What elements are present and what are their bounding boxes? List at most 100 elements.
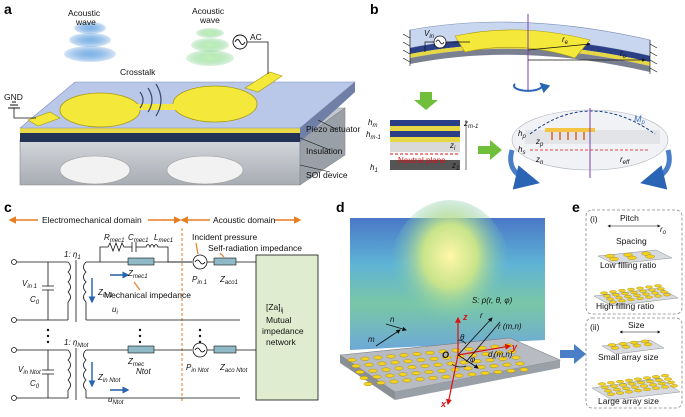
self-radiation-pointer	[219, 252, 225, 258]
hs-label: hs	[518, 145, 525, 156]
transducer-element	[381, 367, 391, 372]
zmec1-label: Zmec1	[127, 269, 148, 280]
transducer-element	[618, 342, 628, 346]
vin-wires	[424, 41, 470, 52]
transducer-element	[368, 368, 378, 373]
ac-lead	[244, 71, 283, 93]
mutual-label: Mutual	[266, 315, 292, 325]
stack-layer-m1	[390, 131, 460, 137]
hm1-label: hm-1	[366, 130, 381, 141]
transducer-element	[618, 289, 626, 293]
panel-c-letter: c	[4, 199, 12, 215]
impedance-label: impedance	[262, 326, 304, 336]
transducer-element	[606, 297, 614, 301]
circuit-top: Rmec1 Cmec1 Lmec1 Incident pressure Self…	[11, 232, 302, 323]
gnd-symbol-icon	[8, 101, 20, 109]
zi-label: zi	[449, 141, 456, 152]
transducer-element	[377, 361, 387, 366]
transducer-element	[652, 386, 661, 390]
mutual-impedance-network-box	[255, 254, 319, 401]
transducer-element	[506, 368, 516, 373]
ac-wire	[247, 41, 269, 74]
n-label: n	[390, 315, 395, 324]
transducer-element	[389, 379, 399, 384]
transducer-element	[627, 255, 637, 260]
high-filling-array	[593, 284, 679, 307]
stack-layer-neutral	[390, 142, 460, 152]
transducer-element	[372, 374, 382, 379]
small-array-label: Small array size	[598, 352, 659, 362]
clamp-hatch-left	[402, 30, 411, 66]
phi-arc	[451, 363, 467, 368]
mechanical-impedance-label: Mechanical impedance	[104, 290, 191, 300]
r-vector-label: r	[480, 311, 483, 320]
transducer-element	[664, 377, 673, 381]
pressure-field-hotspot	[390, 200, 510, 340]
transducer-element	[498, 356, 508, 361]
plate-layer-yellow	[410, 44, 650, 66]
ac-sine	[234, 39, 246, 45]
transducer-element	[619, 383, 628, 387]
transducer-element	[643, 342, 653, 347]
transducer-element	[519, 367, 529, 372]
zacoN-label: Zaco Ntot	[219, 363, 248, 374]
transducer-element	[607, 381, 616, 385]
transducer-element	[442, 355, 452, 360]
y-axis-label: y	[511, 342, 518, 352]
transducer-element	[637, 381, 646, 385]
transducer-element	[645, 295, 653, 299]
acoustic-label-bg	[210, 214, 274, 226]
z-axis-label: z	[462, 312, 468, 322]
electrode-bridge	[136, 104, 180, 110]
transducer-element	[630, 290, 638, 294]
wave-left-3	[74, 22, 106, 34]
vin-label: Vin	[424, 29, 435, 40]
r-mn-label: r (m,n)	[498, 322, 522, 331]
transducer-element	[621, 292, 629, 296]
input-wires-bot	[17, 349, 68, 399]
insulation-pointer	[299, 137, 331, 151]
transducer-element	[429, 356, 439, 361]
transducer-element	[511, 355, 521, 360]
panel-b-letter: b	[370, 1, 379, 17]
piezo-actuator-label: Piezo actuator	[306, 124, 361, 134]
zmecN-sub2-label: Ntot	[136, 367, 151, 376]
transducer-element	[515, 361, 525, 366]
spacing-label: Spacing	[616, 236, 647, 246]
transducer-element	[607, 392, 616, 396]
soi-device-label: SOI device	[306, 170, 348, 180]
panel-e-letter: e	[572, 199, 580, 215]
transformer-secondary-top	[83, 261, 87, 320]
transducer-element	[640, 339, 650, 344]
transducer-element	[424, 370, 434, 375]
crosstalk-arcs	[139, 83, 162, 117]
wave-right-3	[196, 28, 224, 38]
stack-layer-m-yellow	[390, 126, 460, 131]
transducer-element	[407, 365, 417, 370]
transducer-element	[648, 288, 656, 292]
transducer-element	[621, 345, 631, 349]
transducer-element	[411, 371, 421, 376]
electromechanical-domain-label: Electromechanical domain	[42, 215, 142, 225]
transducer-element	[616, 380, 625, 384]
transducer-element	[441, 374, 451, 379]
x-axis	[446, 354, 459, 406]
terminal-top-1	[11, 259, 17, 265]
network-label: network	[266, 337, 297, 347]
transducer-element	[364, 362, 374, 367]
transducer-element	[363, 382, 373, 387]
theta-label: θ	[460, 333, 465, 342]
transducer-element	[634, 377, 643, 381]
transducer-element	[634, 389, 643, 393]
case-i-label: (i)	[590, 214, 598, 224]
neutral-plane-label: Neutral plane	[398, 156, 446, 165]
output-wires-top	[86, 261, 240, 321]
transducer-element	[632, 343, 642, 348]
zaco1-block	[213, 257, 237, 266]
transducer-element	[438, 349, 448, 354]
zn-label: zn	[535, 155, 544, 166]
transducer-element	[403, 359, 413, 364]
stack-layer-m	[390, 120, 460, 126]
transducer-element	[454, 373, 464, 378]
m-direction-arrow	[375, 329, 401, 347]
